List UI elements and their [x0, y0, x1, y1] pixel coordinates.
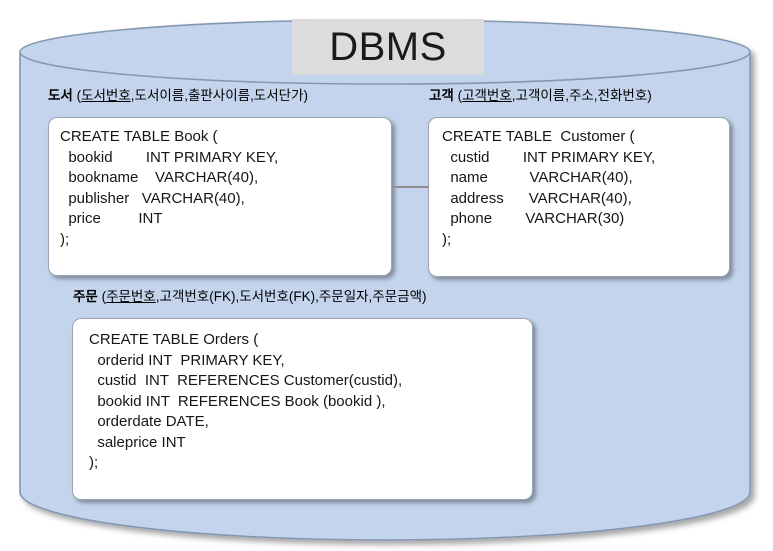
primary-key-orders: 주문번호 — [106, 289, 156, 304]
sql-box-book[interactable]: CREATE TABLE Book ( bookid INT PRIMARY K… — [48, 117, 392, 276]
sql-text-customer: CREATE TABLE Customer ( custid INT PRIMA… — [442, 128, 656, 248]
schema-caption-orders: 주문 (주문번호,고객번호(FK),도서번호(FK),주문일자,주문금액) — [73, 289, 427, 304]
sql-box-customer[interactable]: CREATE TABLE Customer ( custid INT PRIMA… — [428, 117, 730, 277]
attributes-customer: ,고객이름,주소,전화번호) — [511, 88, 652, 103]
sql-box-orders[interactable]: CREATE TABLE Orders ( orderid INT PRIMAR… — [72, 318, 533, 500]
sql-text-orders: CREATE TABLE Orders ( orderid INT PRIMAR… — [89, 331, 403, 471]
page-title: DBMS — [292, 19, 484, 75]
attributes-orders: ,고객번호(FK),도서번호(FK),주문일자,주문금액) — [155, 289, 427, 304]
attributes-book: ,도서이름,출판사이름,도서단가) — [130, 88, 308, 103]
schema-caption-book: 도서 (도서번호,도서이름,출판사이름,도서단가) — [48, 88, 308, 103]
schema-caption-customer: 고객 (고객번호,고객이름,주소,전화번호) — [429, 88, 652, 103]
primary-key-book: 도서번호 — [81, 88, 131, 103]
entity-name-book: 도서 — [48, 88, 73, 103]
primary-key-customer: 고객번호 — [462, 88, 512, 103]
relationship-connector-book-customer — [392, 186, 429, 188]
entity-name-orders: 주문 — [73, 289, 98, 304]
sql-text-book: CREATE TABLE Book ( bookid INT PRIMARY K… — [60, 128, 279, 248]
entity-name-customer: 고객 — [429, 88, 454, 103]
